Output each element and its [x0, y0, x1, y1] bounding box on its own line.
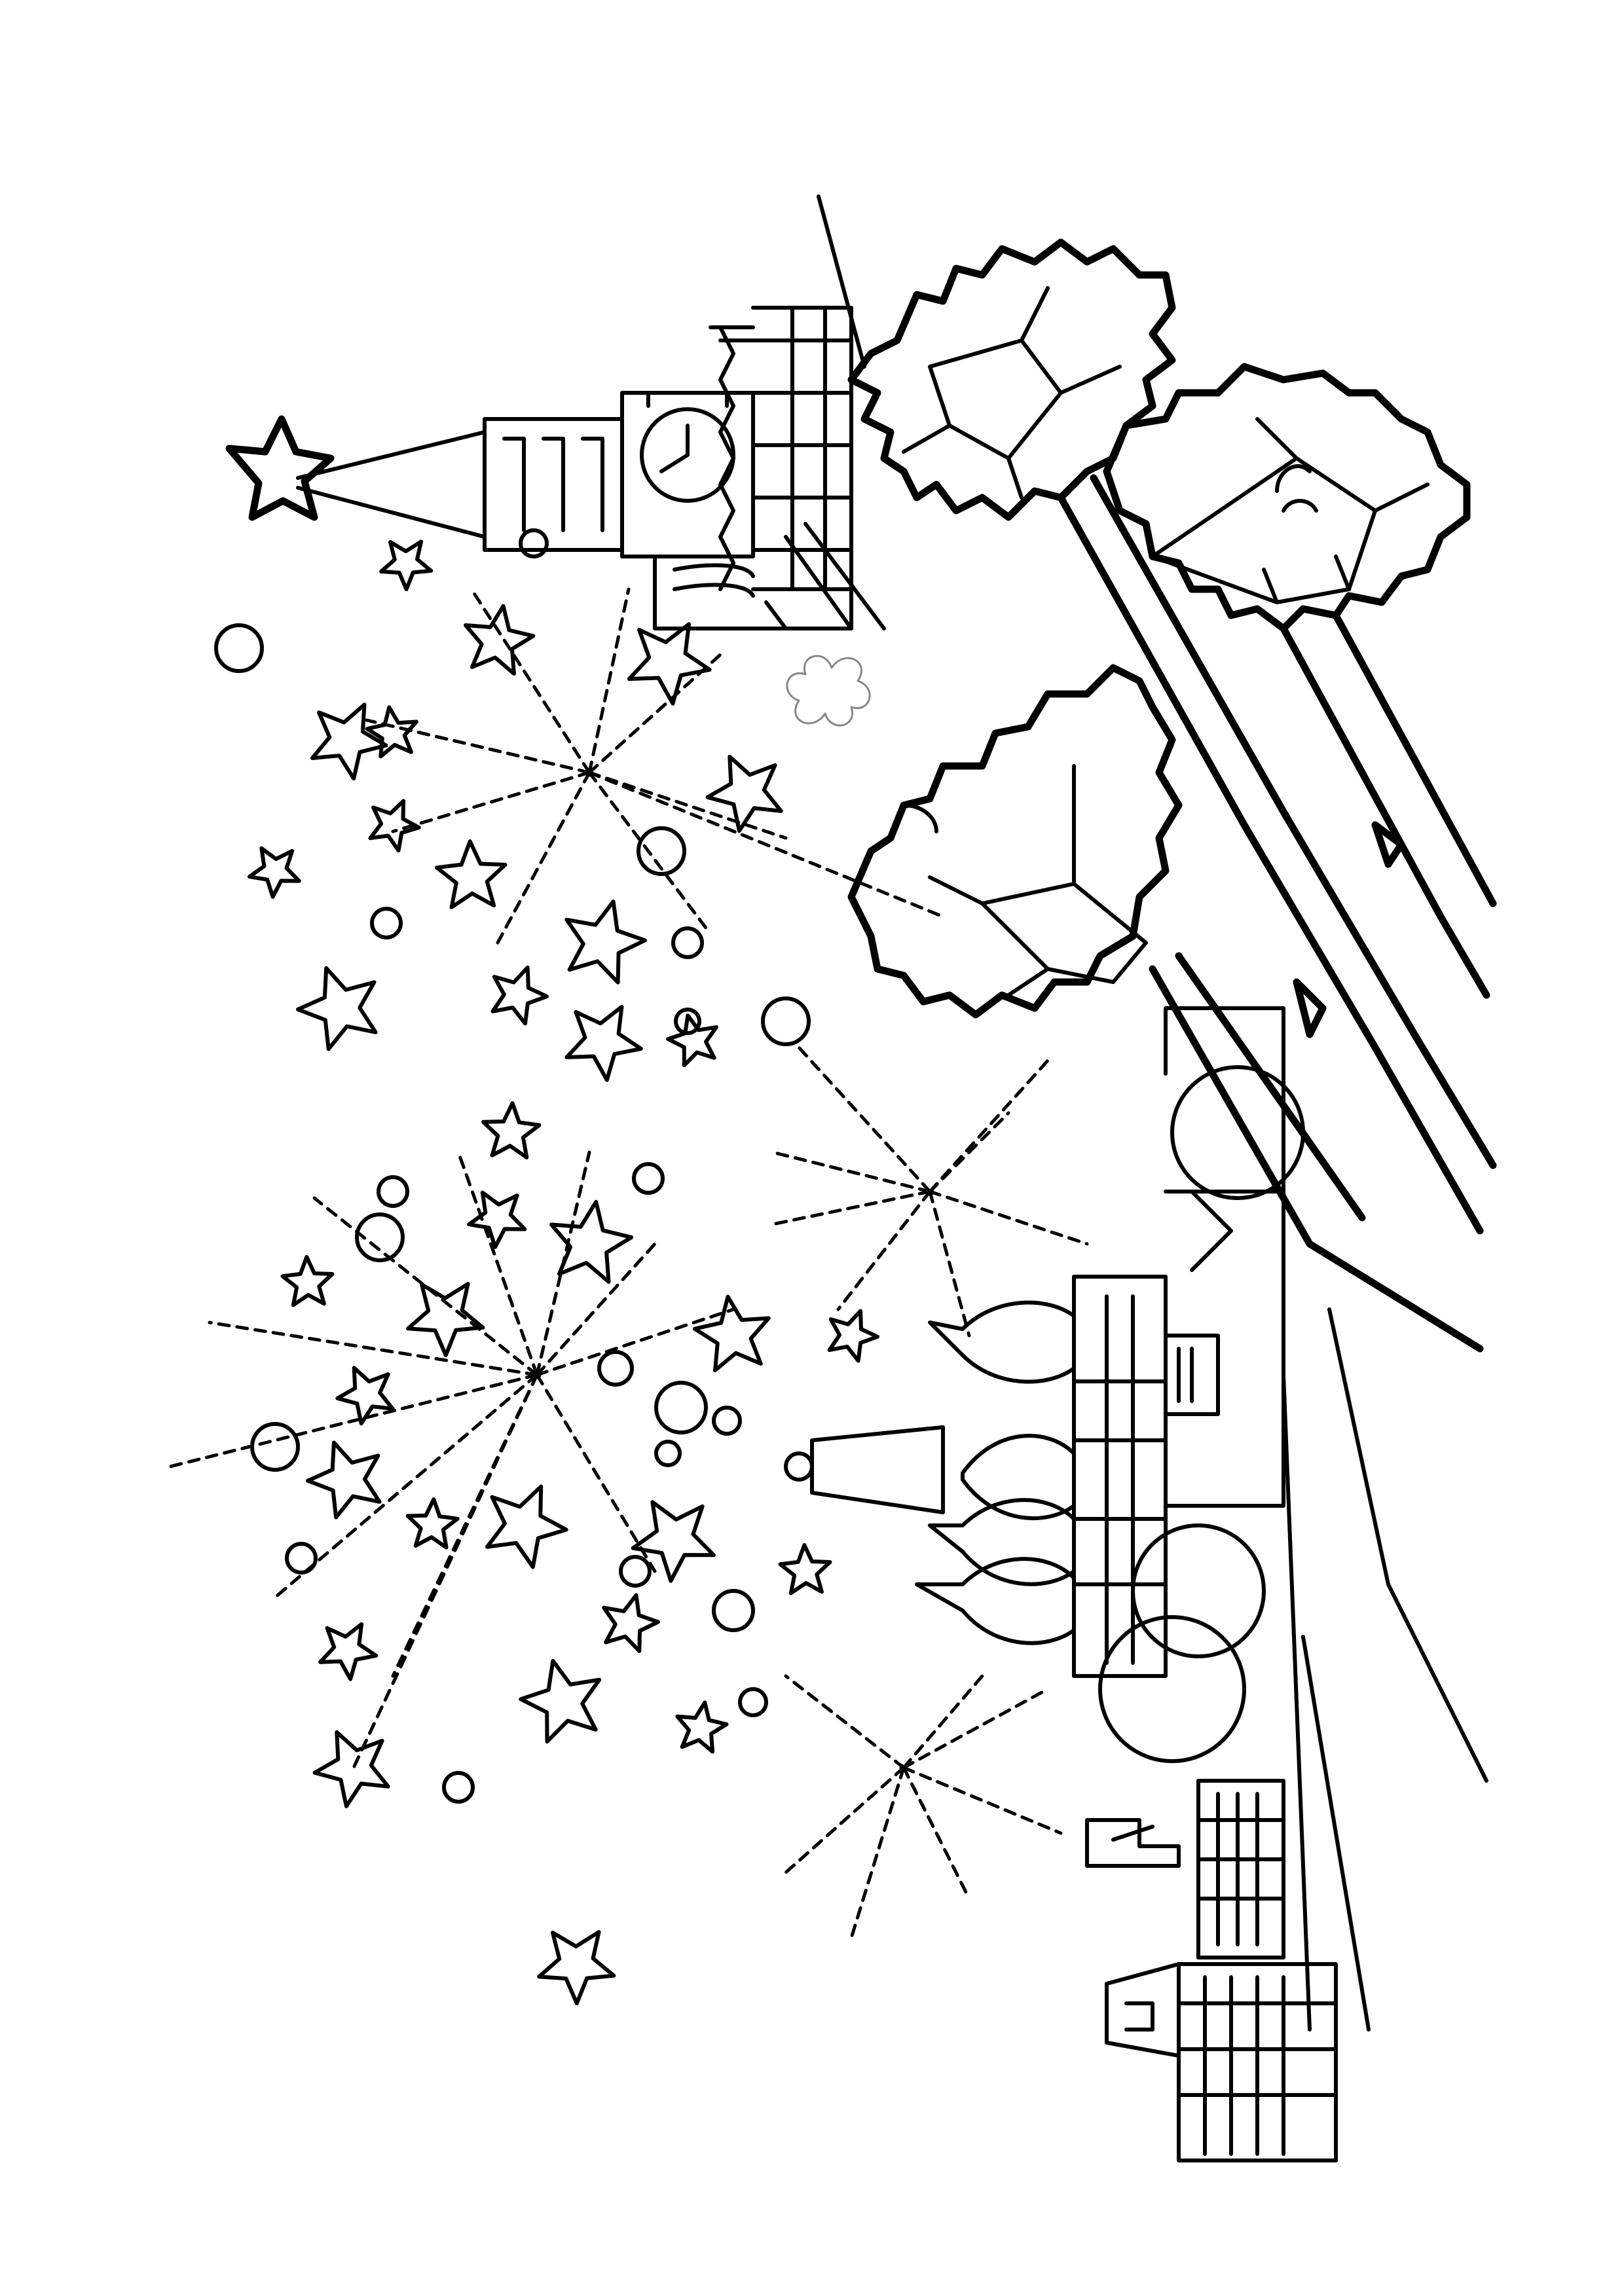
dome-1: [1170, 1065, 1305, 1200]
circle-shape: [671, 926, 704, 959]
star-icon: [627, 622, 712, 706]
star-icon: [675, 1700, 729, 1754]
star-icon: [519, 1658, 602, 1744]
star-icon: [705, 754, 783, 833]
star-icon: [248, 846, 301, 899]
circle-shape: [355, 1212, 405, 1262]
circles: [214, 623, 811, 1804]
circle-shape: [712, 1406, 742, 1436]
star-icon: [602, 1593, 660, 1653]
star-icon: [564, 900, 647, 985]
star-icon: [549, 1199, 634, 1284]
dome-3: [1098, 1615, 1246, 1763]
circle-shape: [377, 1175, 409, 1208]
carnation-flowers: [847, 238, 1497, 1353]
circle-shape: [738, 1687, 768, 1717]
star-icon: [481, 1101, 542, 1159]
cathedral: [784, 1006, 1488, 2162]
clock-tower: [225, 194, 886, 630]
star-icon: [306, 1440, 382, 1520]
circle-shape: [637, 826, 686, 876]
circle-shape: [619, 1555, 652, 1588]
star-icon: [310, 702, 388, 781]
star-icon: [405, 1497, 460, 1550]
star-icon: [435, 839, 507, 909]
star-icon: [406, 1282, 485, 1357]
star-icon: [692, 1294, 771, 1373]
star-icon: [827, 1309, 879, 1363]
circle-shape: [674, 1008, 701, 1035]
circle-shape: [712, 1589, 755, 1632]
star-icon: [312, 1730, 390, 1808]
star-icon: [280, 1255, 335, 1307]
circle-shape: [214, 623, 264, 673]
circle-shape: [370, 907, 403, 939]
star-icon: [464, 604, 536, 676]
star-icon: [379, 539, 434, 591]
circle-shape: [632, 1162, 665, 1195]
star-icon: [318, 1622, 378, 1681]
stars: [248, 539, 879, 2005]
star-icon: [368, 799, 421, 853]
circle-shape: [442, 1771, 475, 1804]
circle-shape: [654, 1381, 708, 1434]
star-icon: [335, 1366, 395, 1426]
star-icon: [778, 1543, 832, 1595]
small-flower-icon: [786, 655, 871, 727]
star-icon: [485, 1484, 568, 1569]
circle-shape: [597, 1350, 634, 1387]
dome-2: [1131, 1523, 1266, 1658]
star-icon: [365, 705, 418, 759]
fireworks: [168, 587, 1089, 1940]
star-icon: [467, 1190, 527, 1249]
circle-shape: [654, 1440, 682, 1467]
star-icon: [564, 1004, 643, 1082]
circle-shape: [285, 1542, 318, 1575]
star-icon: [537, 1930, 616, 2005]
star-icon: [296, 966, 378, 1051]
star-icon: [631, 1500, 716, 1583]
tower-star-icon: [225, 415, 335, 521]
circle-shape: [250, 1422, 300, 1472]
circle-shape: [761, 996, 811, 1046]
star-icon: [490, 965, 549, 1026]
